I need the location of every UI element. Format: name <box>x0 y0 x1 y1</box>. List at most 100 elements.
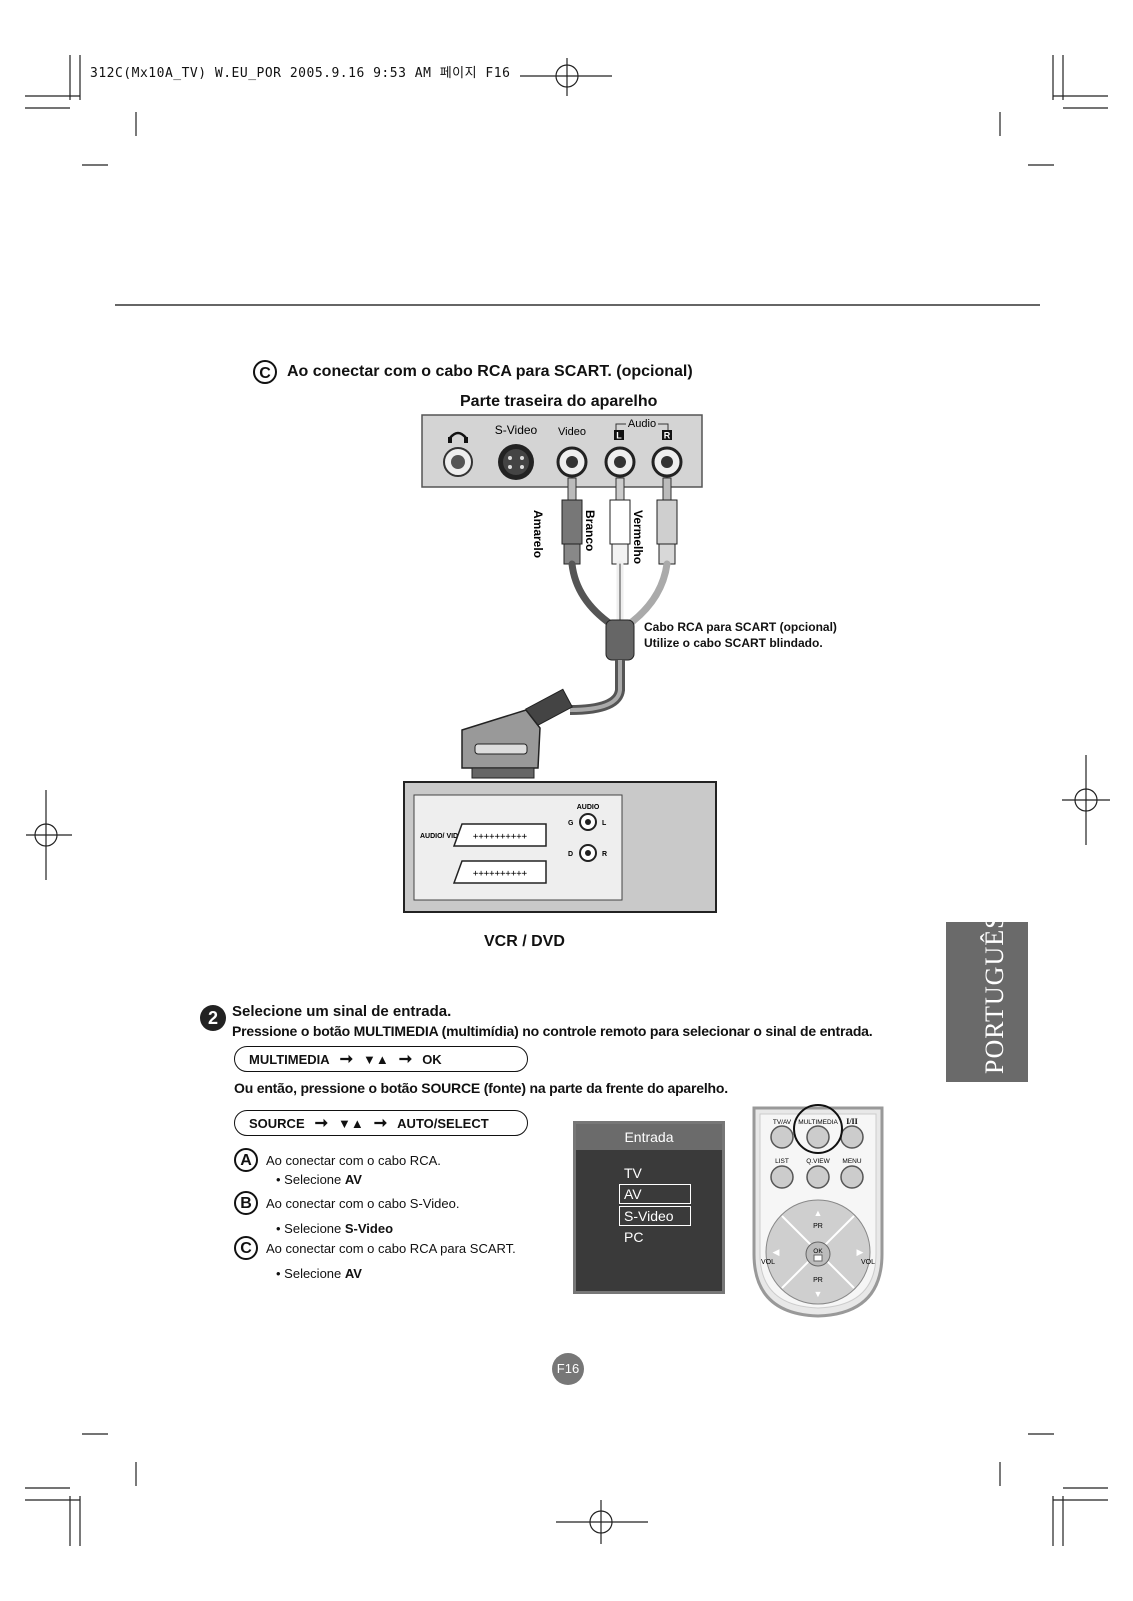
svg-text:++++++++++: ++++++++++ <box>473 832 528 842</box>
remote-menu-label: MENU <box>842 1158 861 1165</box>
tvav-button[interactable] <box>770 1125 794 1149</box>
top-rule <box>115 304 1040 306</box>
list-button[interactable] <box>770 1165 794 1189</box>
rca-plug-yellow <box>561 477 583 565</box>
menu-button[interactable] <box>840 1165 864 1189</box>
rca-plug-red <box>656 477 678 565</box>
option-a-select-value: AV <box>344 1172 362 1187</box>
option-c-select-prefix: • Selecione <box>276 1266 345 1281</box>
cable-ferrite <box>605 619 635 661</box>
input-menu: Entrada TV AV S-Video PC <box>573 1121 725 1294</box>
cable-color-branco: Branco <box>583 510 597 551</box>
remote-list-label: LIST <box>775 1158 789 1165</box>
remote-vol-right-label: VOL <box>861 1259 875 1266</box>
language-tab-label: PORTUGUÊS <box>980 913 1009 1074</box>
highlight-circle <box>793 1104 843 1154</box>
option-c-select-value: AV <box>344 1266 362 1281</box>
vcr-d-label: D <box>568 851 573 858</box>
vcr-dvd-label: VCR / DVD <box>484 933 565 950</box>
section-c-title-text: Ao conectar com o cabo RCA para SCART. (… <box>287 363 693 380</box>
option-a-text: Ao conectar com o cabo RCA. <box>266 1152 441 1168</box>
cable-color-vermelho: Vermelho <box>631 510 645 564</box>
seq2-start: SOURCE <box>249 1115 305 1131</box>
vcr-audio-video-label: AUDIO/ VIDEO <box>420 833 469 840</box>
vcr-l-label: L <box>602 820 607 827</box>
section-c-title: C Ao conectar com o cabo RCA para SCART.… <box>253 360 693 384</box>
vcr-r-label: R <box>602 851 607 858</box>
option-a: A Ao conectar com o cabo RCA. • Selecion… <box>234 1148 441 1187</box>
step-2-number: 2 <box>200 1005 226 1031</box>
section-c-marker: C <box>253 360 277 384</box>
arrow-right-icon: ➞ <box>339 1051 354 1068</box>
audio-l-label: L <box>616 431 622 441</box>
ok-button[interactable] <box>805 1241 831 1267</box>
input-menu-item[interactable]: AV <box>619 1184 691 1204</box>
right-arrow-icon: ▶ <box>857 1247 864 1257</box>
down-up-icon: ▼▲ <box>363 1051 389 1067</box>
video-port <box>556 446 588 478</box>
rca-plug-white <box>609 477 631 565</box>
audio-label: Audio <box>628 418 656 430</box>
input-menu-item[interactable]: S-Video <box>619 1206 691 1226</box>
remote-pr-top-label: PR <box>813 1223 823 1230</box>
remote-control: TV/AV MULTIMEDIA I/II LIST Q.VIEW MENU ▲… <box>752 1104 884 1318</box>
option-b-select-value: S-Video <box>344 1221 394 1236</box>
remote-dual-label: I/II <box>846 1117 858 1126</box>
remote-pr-bottom-label: PR <box>813 1277 823 1284</box>
cable-caption: Cabo RCA para SCART (opcional) Utilize o… <box>644 619 837 651</box>
left-arrow-icon: ◀ <box>773 1247 780 1257</box>
source-instruction: Ou então, pressione o botão SOURCE (font… <box>234 1080 728 1096</box>
video-label: Video <box>558 426 586 438</box>
headphone-icon <box>448 431 468 443</box>
input-menu-title: Entrada <box>576 1124 722 1150</box>
input-menu-item[interactable]: TV <box>624 1165 642 1181</box>
scart-socket-2: ++++++++++ <box>452 860 547 884</box>
option-b-select-prefix: • Selecione <box>276 1221 345 1236</box>
option-b-text: Ao conectar com o cabo S-Video. <box>266 1195 460 1211</box>
down-up-icon: ▼▲ <box>338 1115 364 1131</box>
cable-wires <box>568 560 671 629</box>
cable-color-amarelo: Amarelo <box>531 510 545 558</box>
svg-text:++++++++++: ++++++++++ <box>473 869 528 879</box>
remote-tvav-label: TV/AV <box>773 1119 792 1126</box>
option-c-marker: C <box>234 1236 258 1260</box>
page-number: F16 <box>552 1353 584 1385</box>
cable-caption-line2: Utilize o cabo SCART blindado. <box>644 636 823 650</box>
audio-l-port <box>604 446 636 478</box>
arrow-right-icon: ➞ <box>314 1115 329 1132</box>
seq2-end: AUTO/SELECT <box>397 1115 489 1131</box>
option-c-text: Ao conectar com o cabo RCA para SCART. <box>266 1240 516 1256</box>
remote-multimedia-label: MULTIMEDIA <box>798 1119 838 1126</box>
print-header: 312C(Mx10A_TV) W.EU_POR 2005.9.16 9:53 A… <box>90 66 511 81</box>
cable-caption-line1: Cabo RCA para SCART (opcional) <box>644 620 837 634</box>
multimedia-button[interactable] <box>806 1125 830 1149</box>
qview-button[interactable] <box>806 1165 830 1189</box>
option-a-select-prefix: • Selecione <box>276 1172 345 1187</box>
arrow-right-icon: ➞ <box>373 1115 388 1132</box>
scart-socket-1: ++++++++++ <box>452 823 547 847</box>
input-menu-item[interactable]: PC <box>624 1229 644 1245</box>
remote-vol-left-label: VOL <box>761 1259 775 1266</box>
svideo-label: S-Video <box>495 423 538 437</box>
option-b-marker: B <box>234 1191 258 1215</box>
up-arrow-icon: ▲ <box>814 1208 823 1218</box>
remote-ok-label: OK <box>813 1248 823 1255</box>
remote-qview-label: Q.VIEW <box>806 1158 830 1165</box>
source-sequence: SOURCE ➞ ▼▲ ➞ AUTO/SELECT <box>234 1110 528 1136</box>
seq1-start: MULTIMEDIA <box>249 1051 330 1067</box>
down-arrow-icon: ▼ <box>814 1289 823 1299</box>
seq1-end: OK <box>422 1051 442 1067</box>
language-tab: PORTUGUÊS <box>946 913 1028 1082</box>
audio-r-label: R <box>664 431 671 441</box>
step-2: 2 Selecione um sinal de entrada. Pressio… <box>200 1003 873 1039</box>
option-c: C Ao conectar com o cabo RCA para SCART.… <box>234 1236 516 1281</box>
option-a-marker: A <box>234 1148 258 1172</box>
svideo-port <box>498 444 534 480</box>
dual-button[interactable] <box>840 1125 864 1149</box>
step-2-description: Pressione o botão MULTIMEDIA (multimídia… <box>232 1023 873 1039</box>
arrow-right-icon: ➞ <box>398 1051 413 1068</box>
vcr-audio-label: AUDIO <box>577 804 600 811</box>
step-2-title: Selecione um sinal de entrada. <box>232 1003 452 1020</box>
option-b: B Ao conectar com o cabo S-Video. • Sele… <box>234 1191 459 1236</box>
